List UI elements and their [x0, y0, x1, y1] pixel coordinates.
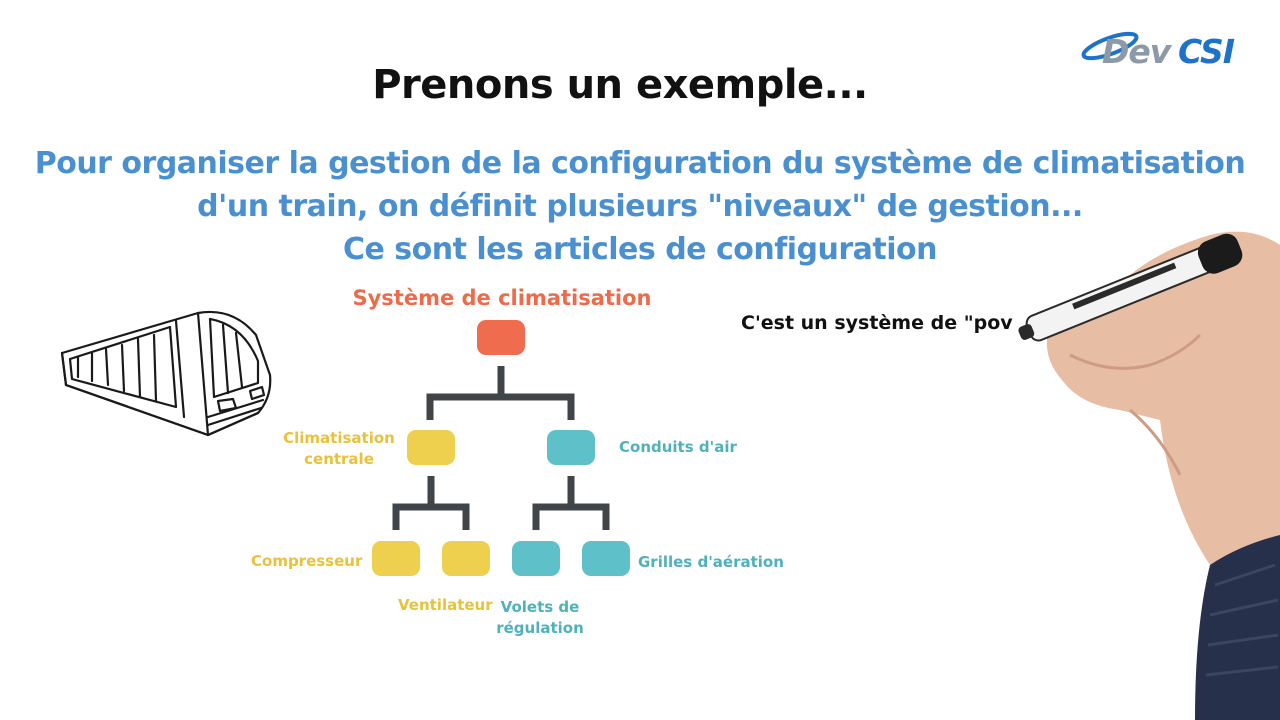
slide-title: Prenons un exemple... — [372, 62, 868, 108]
node-root — [477, 320, 525, 355]
connector-right — [532, 476, 610, 530]
slide-subtitle: Pour organiser la gestion de la configur… — [20, 142, 1260, 271]
label-volets-regulation: Volets de régulation — [496, 598, 584, 637]
node-ventilateur — [442, 541, 490, 576]
label-compresseur: Compresseur — [251, 552, 363, 570]
subtitle-line-1: Pour organiser la gestion de la configur… — [34, 146, 1246, 181]
logo-text-dev: Dev — [1102, 32, 1171, 71]
diagram-root-label: Système de climatisation — [352, 286, 652, 310]
node-conduits-air — [547, 430, 595, 465]
node-volets-regulation — [512, 541, 560, 576]
connector-root — [426, 366, 575, 420]
logo-text-csi: CSI — [1178, 32, 1235, 71]
node-compresseur — [372, 541, 420, 576]
devcsi-logo: Dev CSI — [1080, 26, 1255, 76]
node-grilles-aeration — [582, 541, 630, 576]
hand-with-marker-icon — [1018, 231, 1280, 720]
handwritten-caption: C'est un système de "pov — [741, 312, 1013, 334]
logo-swoosh-icon — [1081, 31, 1139, 61]
label-climatisation-centrale: Climatisation centrale — [283, 429, 395, 468]
subtitle-line-3: Ce sont les articles de configuration — [342, 232, 938, 267]
train-icon — [60, 310, 272, 437]
connector-left — [392, 476, 470, 530]
label-conduits-air: Conduits d'air — [619, 438, 737, 456]
node-climatisation-centrale — [407, 430, 455, 465]
subtitle-line-2: d'un train, on définit plusieurs "niveau… — [197, 189, 1083, 224]
label-grilles-aeration: Grilles d'aération — [638, 553, 784, 571]
label-ventilateur: Ventilateur — [398, 596, 493, 614]
